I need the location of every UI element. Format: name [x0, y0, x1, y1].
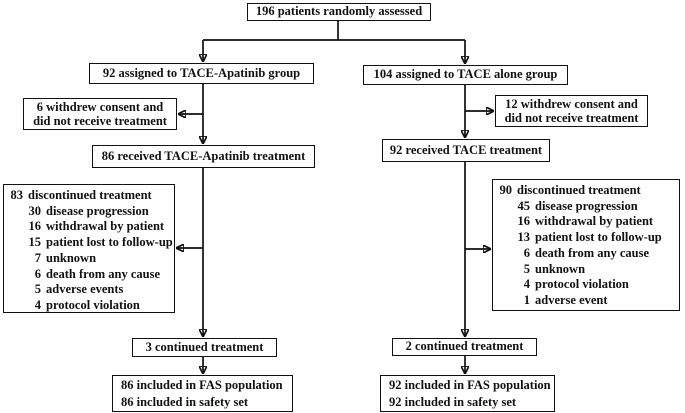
- right-received-label: 92 received TACE treatment: [389, 142, 543, 157]
- left-discontinued-item: 4 protocol violation: [34, 297, 140, 312]
- right-discontinued-header: 90 discontinued treatment: [499, 183, 641, 197]
- right-discontinued-item: 16 withdrawal by patient: [517, 214, 654, 229]
- left-discontinued-header: 83 discontinued treatment: [10, 188, 152, 202]
- right-final-line2: 92 included in safety set: [389, 394, 517, 409]
- box-left-assigned: 92 assigned to TACE-Apatinib group: [89, 63, 314, 84]
- right-discontinued-item: 6 death from any cause: [523, 245, 650, 260]
- left-discontinued-item: 16 withdrawal by patient: [28, 219, 165, 234]
- box-right-received: 92 received TACE treatment: [382, 139, 550, 162]
- box-right-discontinued: 90 discontinued treatment 45 disease pro…: [492, 179, 680, 311]
- box-right-assigned: 104 assigned to TACE alone group: [363, 65, 568, 85]
- box-right-withdrew: 12 withdrew consent and did not receive …: [495, 95, 648, 127]
- left-assigned-label: 92 assigned to TACE-Apatinib group: [102, 65, 301, 80]
- right-continued-label: 2 continued treatment: [405, 339, 524, 354]
- left-continued-label: 3 continued treatment: [145, 339, 264, 354]
- left-final-line1: 86 included in FAS population: [121, 378, 283, 392]
- left-final-line2: 86 included in safety set: [121, 394, 249, 409]
- right-withdrew-line1: 12 withdrew consent and: [505, 97, 638, 111]
- right-discontinued-item: 45 disease progression: [517, 198, 638, 213]
- right-withdrew-line2: did not receive treatment: [504, 111, 639, 125]
- box-right-continued: 2 continued treatment: [392, 338, 537, 356]
- randomized-label: 196 patients randomly assessed: [255, 4, 423, 19]
- right-discontinued-item: 4 protocol violation: [523, 277, 629, 292]
- left-discontinued-item: 6 death from any cause: [34, 266, 161, 281]
- box-right-final: 92 included in FAS population 92 include…: [380, 375, 555, 412]
- left-withdrew-line2: did not receive treatment: [33, 114, 167, 128]
- left-discontinued-item: 15 patient lost to follow-up: [28, 235, 173, 250]
- box-left-received: 86 received TACE-Apatinib treatment: [92, 145, 315, 168]
- right-final-line1: 92 included in FAS population: [389, 378, 551, 392]
- left-withdrew-line1: 6 withdrew consent and: [36, 100, 164, 114]
- box-left-continued: 3 continued treatment: [132, 338, 277, 357]
- box-randomized: 196 patients randomly assessed: [247, 3, 431, 21]
- left-received-label: 86 received TACE-Apatinib treatment: [101, 148, 306, 163]
- box-left-withdrew: 6 withdrew consent and did not receive t…: [23, 98, 177, 130]
- left-discontinued-item: 30 disease progression: [28, 203, 149, 218]
- left-discontinued-item: 7 unknown: [34, 250, 97, 265]
- right-assigned-label: 104 assigned to TACE alone group: [373, 67, 558, 82]
- box-left-discontinued: 83 discontinued treatment 30 disease pro…: [3, 184, 175, 313]
- box-left-final: 86 included in FAS population 86 include…: [112, 375, 293, 412]
- right-discontinued-item: 13 patient lost to follow-up: [517, 230, 662, 245]
- right-discontinued-item: 5 unknown: [523, 261, 586, 276]
- right-discontinued-item: 1 adverse event: [523, 292, 608, 307]
- left-discontinued-item: 5 adverse events: [34, 282, 124, 297]
